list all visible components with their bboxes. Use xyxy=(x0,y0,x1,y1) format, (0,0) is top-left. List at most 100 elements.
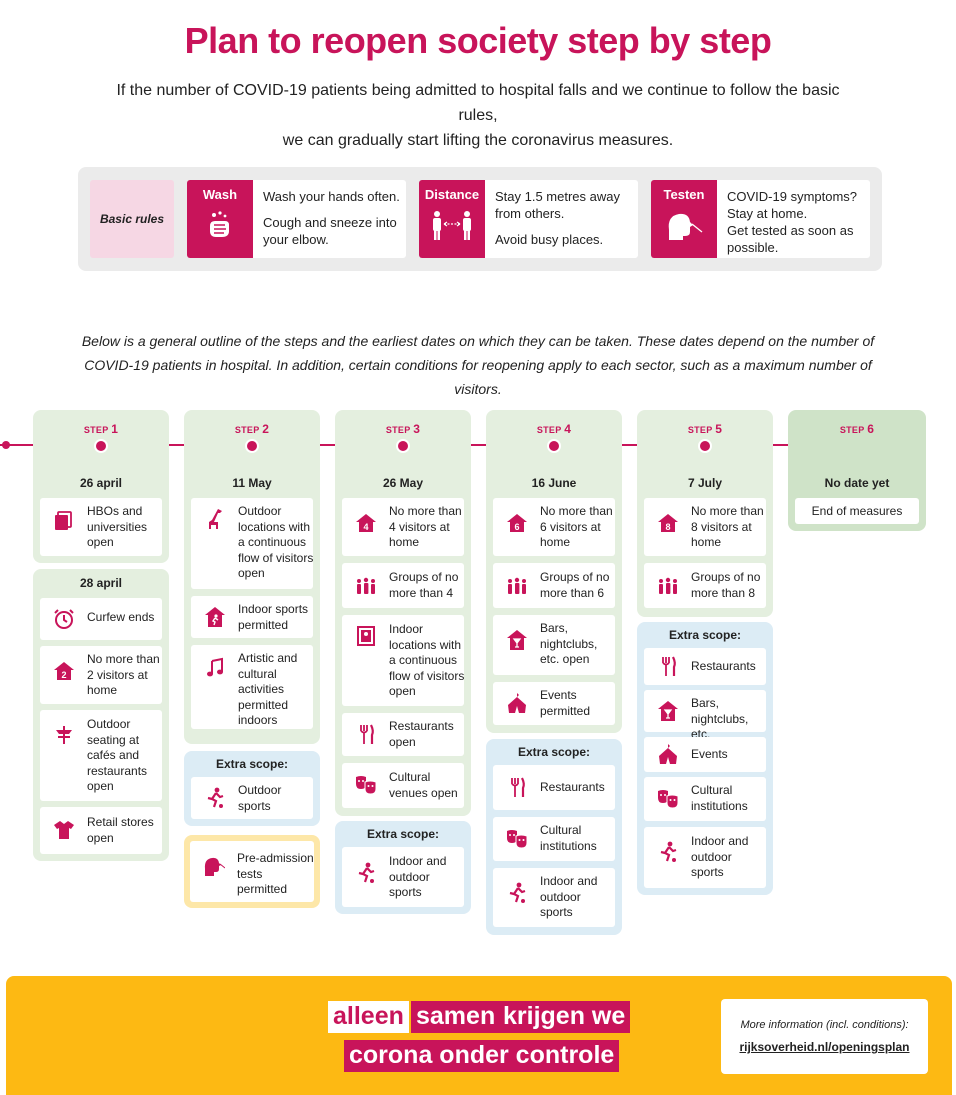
rule-testen: Testen COVID-19 symptoms? Stay at home. … xyxy=(651,180,870,258)
page-subtitle: If the number of COVID-19 patients being… xyxy=(116,82,840,149)
more-info-link[interactable]: rijksoverheid.nl/openingsplan xyxy=(739,1040,910,1054)
alarm-clock-icon xyxy=(54,609,74,629)
theatre-masks-icon xyxy=(356,776,377,795)
step-label: STEP 4 xyxy=(536,422,572,436)
museum-icon xyxy=(357,626,375,646)
extra-item: Events xyxy=(644,737,766,772)
step-4-extra-scope: Extra scope: Restaurants Cultural instit… xyxy=(486,739,622,935)
step-label: STEP 3 xyxy=(385,422,421,436)
extra-item: Indoor and outdoor sports xyxy=(644,827,766,888)
theatre-masks-icon xyxy=(507,830,528,849)
timeline-dot xyxy=(245,439,259,453)
slogan-word: corona onder controle xyxy=(344,1040,620,1072)
cutlery-icon xyxy=(360,724,374,744)
circus-tent-icon xyxy=(659,744,677,764)
basic-rules-label: Basic rules xyxy=(90,180,174,258)
step-5-extra-scope: Extra scope: Restaurants Bars, nightclub… xyxy=(637,622,773,895)
group-icon xyxy=(659,577,677,594)
timeline-dot xyxy=(547,439,561,453)
extra-item: Restaurants xyxy=(644,648,766,685)
rule-wash: Wash Wash your hands often. Cough and sn… xyxy=(187,180,406,258)
step-2-extra-scope: Extra scope: Outdoor sports xyxy=(184,751,320,826)
group-icon xyxy=(508,577,526,594)
page-title: Plan to reopen society step by step xyxy=(184,20,772,61)
extra-item: Bars, nightclubs, etc. xyxy=(644,690,766,741)
indoor-sports-icon xyxy=(205,607,225,627)
terrace-icon xyxy=(56,726,72,744)
rule-text: COVID-19 symptoms? Stay at home. Get tes… xyxy=(727,189,858,255)
measure-item: Groups of no more than 8 xyxy=(644,563,766,608)
runner-icon xyxy=(660,841,677,862)
step-2-test-box: Pre-admission tests permitted xyxy=(184,835,320,908)
measure-item: 6 No more than 6 visitors at home xyxy=(493,498,615,556)
cutlery-icon xyxy=(662,656,676,676)
step-4-column: STEP 4 16 June 6 No more than 6 visitors… xyxy=(486,410,622,733)
measure-item: 8 No more than 8 visitors at home xyxy=(644,498,766,556)
hand-wash-icon xyxy=(210,211,229,237)
extra-item: Indoor and outdoor sports xyxy=(342,847,464,907)
step-label: STEP 5 xyxy=(687,422,723,436)
measure-item: HBOs and universities open xyxy=(40,498,162,556)
extra-item: Restaurants xyxy=(493,765,615,810)
timeline-dot xyxy=(698,439,712,453)
measure-item: Indoor sports permitted xyxy=(191,596,313,638)
rule-text: Wash your hands often. Cough and sneeze … xyxy=(263,189,400,247)
footer-banner: alleen samen krijgen we corona onder con… xyxy=(6,976,952,1095)
measure-item: End of measures xyxy=(795,498,919,524)
rule-text: Stay 1.5 metres away from others. Avoid … xyxy=(495,189,620,247)
step-label: STEP 1 xyxy=(83,422,119,436)
house-icon: 4 xyxy=(356,514,376,532)
timeline-dot xyxy=(94,439,108,453)
bar-icon xyxy=(507,630,527,650)
intro-text: Below is a general outline of the steps … xyxy=(81,333,875,397)
bar-icon xyxy=(658,701,678,721)
step-5-column: STEP 5 7 July 8 No more than 8 visitors … xyxy=(637,410,773,617)
giraffe-icon xyxy=(209,509,222,529)
measure-item: Groups of no more than 4 xyxy=(342,563,464,608)
step-date: 26 april xyxy=(79,476,123,490)
measure-item: Groups of no more than 6 xyxy=(493,563,615,608)
house-icon: 2 xyxy=(54,662,74,680)
theatre-masks-icon xyxy=(658,790,679,809)
slogan-word: samen xyxy=(411,1001,501,1033)
measure-item: Outdoor locations with a continuous flow… xyxy=(191,498,313,589)
runner-icon xyxy=(358,862,375,883)
circus-tent-icon xyxy=(508,693,526,713)
step-date: No date yet xyxy=(824,476,890,490)
measure-item: Events permitted xyxy=(493,682,615,725)
rule-distance: Distance Stay 1.5 metres away from other… xyxy=(419,180,638,258)
timeline-dot xyxy=(396,439,410,453)
measure-item: 4 No more than 4 visitors at home xyxy=(342,498,464,556)
runner-icon xyxy=(509,882,526,903)
measure-item: Retail stores open xyxy=(40,807,162,854)
rule-tag: Wash xyxy=(187,180,253,258)
step-date: 7 July xyxy=(687,476,723,490)
step-1-column: STEP 1 26 april HBOs and universities op… xyxy=(33,410,169,563)
more-info-box: More information (incl. conditions): rij… xyxy=(721,999,928,1074)
rule-tag: Distance xyxy=(419,180,485,258)
measure-item: Bars, nightclubs, etc. open xyxy=(493,615,615,675)
svg-text:6: 6 xyxy=(514,522,519,532)
extra-item: Indoor and outdoor sports xyxy=(493,868,615,927)
timeline-start-dot xyxy=(2,441,10,449)
svg-text:4: 4 xyxy=(363,522,368,532)
more-info-text: More information (incl. conditions): xyxy=(740,1019,909,1031)
measure-item: 2 No more than 2 visitors at home xyxy=(40,646,162,704)
step-date: 16 June xyxy=(531,476,577,490)
cutlery-icon xyxy=(511,777,525,797)
extra-item: Pre-admission tests permitted xyxy=(190,841,314,902)
basic-rules-panel: Basic rules Wash Wash your hands often. … xyxy=(78,167,882,271)
measure-item: Cultural venues open xyxy=(342,763,464,808)
svg-text:8: 8 xyxy=(665,522,670,532)
distance-icon xyxy=(433,211,471,240)
step-3-column: STEP 3 26 May 4 No more than 4 visitors … xyxy=(335,410,471,816)
extra-item: Cultural institutions xyxy=(493,817,615,861)
measure-item: Restaurants open xyxy=(342,713,464,756)
slogan-word: krijgen we xyxy=(498,1001,631,1033)
step-date: 26 May xyxy=(382,476,424,490)
slogan-word: alleen xyxy=(328,1001,409,1033)
house-icon: 6 xyxy=(507,514,527,532)
runner-icon xyxy=(207,787,224,808)
step-6-column: STEP 6 No date yet End of measures xyxy=(788,410,926,531)
step-date: 28 april xyxy=(79,576,123,590)
